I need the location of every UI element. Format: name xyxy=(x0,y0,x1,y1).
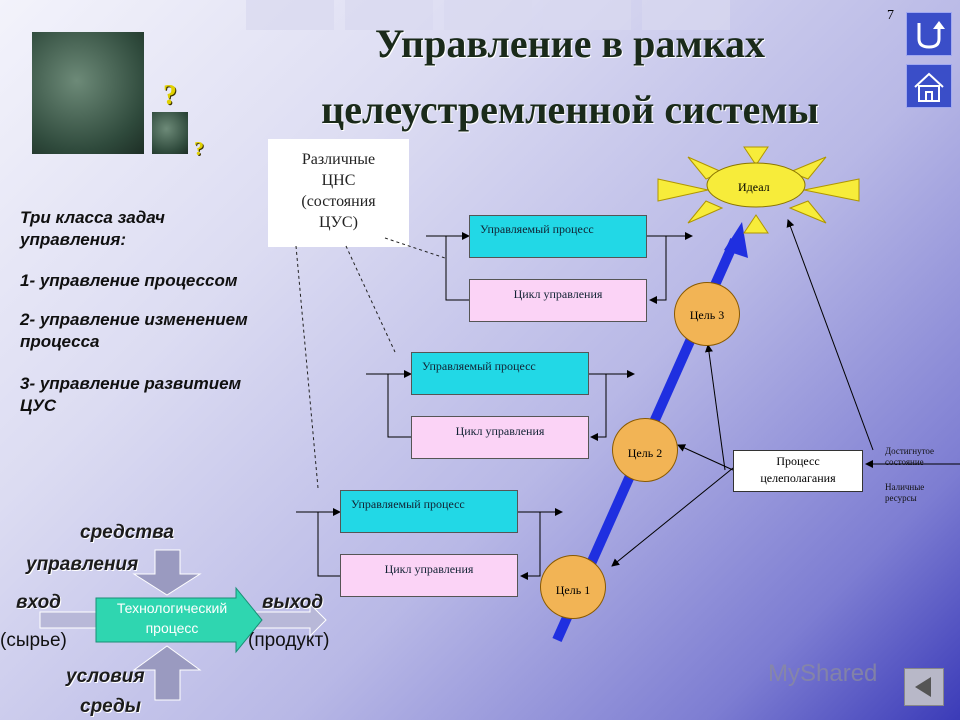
process-box-level-2: Управляемый процесс xyxy=(411,352,589,395)
page-title-line2: целеустремленной системы xyxy=(321,87,819,132)
watermark: MyShared xyxy=(768,660,878,687)
header-decoration xyxy=(642,0,730,30)
achieved-state-note: Достигнутое состояние xyxy=(885,446,934,468)
cns-line: ЦНС xyxy=(321,172,356,189)
question-mark: ? xyxy=(194,138,204,160)
resources-note: Наличные ресурсы xyxy=(885,482,924,504)
cns-line: Различные xyxy=(301,151,376,168)
home-icon xyxy=(914,72,944,102)
header-decoration xyxy=(345,0,433,30)
thinker-photo-small xyxy=(152,112,188,154)
task-item-2: 2- управление изменением процесса xyxy=(20,309,248,353)
cycle-box-level-2: Цикл управления xyxy=(411,416,589,459)
goal-3: Цель 3 xyxy=(674,282,740,346)
tech-process-label: Технологический процесс xyxy=(96,598,248,642)
header-decoration xyxy=(444,0,532,30)
ideal-sun xyxy=(657,146,860,234)
process-box-level-3: Управляемый процесс xyxy=(469,215,647,258)
dashed-link xyxy=(384,237,446,259)
tech-line: процесс xyxy=(145,620,199,636)
cns-line: ЦУС) xyxy=(319,214,358,231)
goal-2: Цель 2 xyxy=(612,418,678,482)
ideal-label: Идеал xyxy=(738,180,770,194)
dashed-link xyxy=(345,245,396,353)
task-item-line: 2- управление изменением xyxy=(20,310,248,329)
env-label-line1: условия xyxy=(66,666,145,687)
planning-line: целеполагания xyxy=(760,471,836,485)
cns-line: (состояния xyxy=(301,193,376,210)
goal-1: Цель 1 xyxy=(540,555,606,619)
planning-line: Процесс xyxy=(776,454,820,468)
cns-box: Различные ЦНС (состояния ЦУС) xyxy=(268,139,409,247)
input-label: вход xyxy=(16,592,61,613)
header-decoration xyxy=(246,0,334,30)
goal-setting-process: Процесс целеполагания xyxy=(733,450,863,492)
thinker-photo xyxy=(32,32,144,154)
slide-number: 7 xyxy=(887,8,894,23)
blue-arrow-head xyxy=(724,222,748,258)
tasks-heading-line: Три класса задач xyxy=(20,208,165,227)
tech-process-graphic xyxy=(39,549,327,701)
note-line: Наличные xyxy=(885,482,925,492)
left-arrow-icon xyxy=(915,677,931,697)
input-sub-label: (сырье) xyxy=(0,630,67,651)
task-item-line: процесса xyxy=(20,332,100,351)
task-item-line: ЦУС xyxy=(20,396,57,415)
note-line: состояние xyxy=(885,457,924,467)
means-label-line1: средства xyxy=(80,522,174,543)
note-line: Достигнутое xyxy=(885,446,935,456)
task-item-line: 3- управление развитием xyxy=(20,374,242,393)
dashed-link xyxy=(295,245,319,489)
header-decoration xyxy=(543,0,631,30)
output-label: выход xyxy=(262,592,324,613)
tasks-heading: Три класса задач управления: xyxy=(20,207,165,251)
output-sub-label: (продукт) xyxy=(248,630,330,651)
note-line: ресурсы xyxy=(885,493,917,503)
return-arrow-icon xyxy=(917,21,945,49)
cycle-box-level-1: Цикл управления xyxy=(340,554,518,597)
return-button[interactable] xyxy=(906,12,952,56)
task-item-1: 1- управление процессом xyxy=(20,271,238,290)
process-box-level-1: Управляемый процесс xyxy=(340,490,518,533)
tech-line: Технологический xyxy=(116,600,228,616)
home-button[interactable] xyxy=(906,64,952,108)
prev-slide-button[interactable] xyxy=(904,668,944,706)
cycle-box-level-3: Цикл управления xyxy=(469,279,647,322)
tasks-heading-line: управления: xyxy=(20,230,127,249)
env-label-line2: среды xyxy=(80,696,141,717)
means-label-line2: управления xyxy=(26,554,139,575)
question-mark: ? xyxy=(163,80,177,111)
task-item-3: 3- управление развитием ЦУС xyxy=(20,373,241,417)
page-title-line1: Управление в рамках xyxy=(374,21,766,66)
